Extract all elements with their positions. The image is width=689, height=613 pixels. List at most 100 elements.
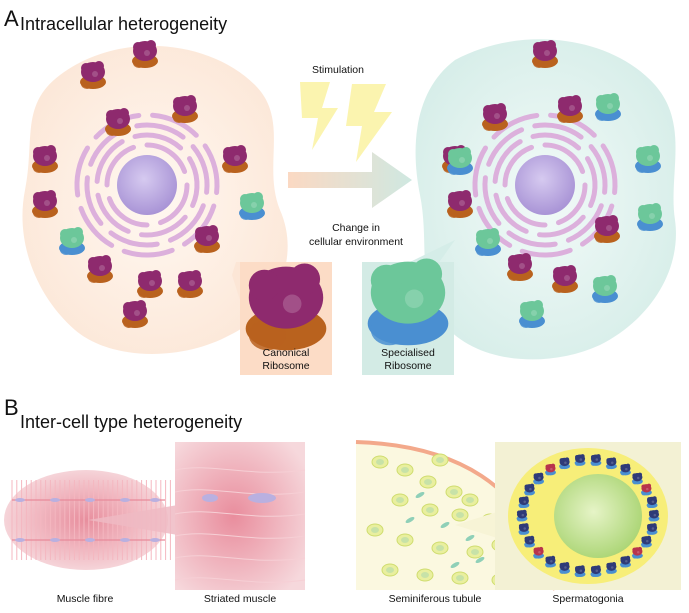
- striated-muscle-label: Striated muscle: [203, 593, 277, 605]
- canonical-ribosome: [105, 108, 131, 136]
- tubule-cell-nucleus: [466, 497, 474, 503]
- er-segment: [144, 142, 188, 174]
- canonical-label-line1: Canonical: [262, 347, 310, 359]
- spermatogonia-ribosome: [574, 454, 586, 466]
- striation-curve: [174, 511, 306, 517]
- canonical-ribosome: [552, 265, 578, 293]
- spermatogonia-ribosome: [590, 565, 602, 578]
- transition-arrow: [288, 152, 412, 208]
- spermatogonia-ribosome: [518, 496, 530, 509]
- specialised-ribosome: [519, 300, 545, 328]
- er-segment: [556, 182, 588, 226]
- canonical-ribosome: [137, 270, 163, 298]
- striated-muscle-network: [174, 467, 306, 583]
- canonical-ribosome: [122, 300, 148, 328]
- specialised-ribosome: [447, 147, 473, 175]
- canonical-ribosome: [32, 190, 58, 218]
- sperm-cell: [405, 516, 415, 524]
- muscle-zoom-connector: [88, 505, 178, 535]
- er-segment: [95, 192, 131, 234]
- panel-a-letter: A: [4, 6, 19, 31]
- fibre-nucleus: [120, 498, 130, 502]
- tubule-cell-nucleus: [396, 497, 404, 503]
- left-nucleus: [117, 155, 177, 215]
- tubule-cell-nucleus: [471, 549, 479, 555]
- canonical-ribosome: [80, 61, 106, 89]
- spermatogonia-ribosome: [518, 523, 530, 535]
- canonical-ribosome: [594, 215, 620, 243]
- fibre-nucleus: [150, 498, 160, 502]
- er-segment: [104, 144, 136, 188]
- er-segment: [108, 230, 160, 248]
- er-segment: [78, 205, 115, 248]
- right-nucleus: [515, 155, 575, 215]
- canonical-ribosome: [557, 95, 583, 123]
- striation-curve: [174, 489, 306, 495]
- canonical-ribosome: [132, 40, 158, 68]
- er-segment: [132, 132, 184, 151]
- spermatogonia-label: Spermatogonia: [552, 593, 624, 605]
- er-segment: [506, 230, 558, 248]
- er-segment: [158, 182, 190, 226]
- specialised-label-line2: Ribosome: [384, 360, 432, 372]
- spermatogonia-ribosome: [640, 483, 652, 496]
- fibre-nucleus: [120, 538, 130, 542]
- specialised-ribosome: [635, 145, 661, 173]
- er-segment: [502, 144, 534, 188]
- spermatogonia-ribosome: [640, 535, 652, 548]
- striation-curve: [174, 467, 306, 473]
- sperm-cell: [415, 491, 425, 499]
- fibre-nucleus: [150, 538, 160, 542]
- canonical-label-line2: Ribosome: [262, 360, 310, 372]
- striation-curve: [174, 533, 306, 539]
- er-segment: [542, 142, 586, 174]
- tubule-cell-nucleus: [371, 527, 379, 533]
- specialised-ribosome: [239, 192, 265, 220]
- panel-b-title: Inter-cell type heterogeneity: [20, 412, 243, 432]
- striation-curve: [174, 555, 306, 561]
- spermatogonium-nucleus: [554, 474, 642, 558]
- canonical-ribosome-large: [245, 263, 327, 351]
- er-segment: [486, 127, 525, 167]
- specialised-ribosome-large: [367, 258, 449, 346]
- spermatogonia-ribosome: [605, 562, 617, 574]
- muscle-nucleus: [202, 494, 218, 502]
- spermatogonia-ribosome: [533, 546, 545, 559]
- er-segment: [491, 113, 540, 140]
- stimulation-label: Stimulation: [312, 64, 364, 76]
- er-segment: [493, 192, 529, 234]
- spermatogonia-ribosome: [620, 463, 631, 476]
- change-label-line2: cellular environment: [309, 236, 403, 248]
- canonical-ribosome: [532, 40, 558, 68]
- spermatogonia-ribosomes: [516, 454, 660, 578]
- tubule-cell-nucleus: [450, 489, 458, 495]
- tubule-cell-nucleus: [386, 567, 394, 573]
- sperm-cell: [450, 561, 460, 569]
- canonical-ribosome: [177, 270, 203, 298]
- spermatogonia-ribosome: [605, 457, 617, 470]
- er-segment: [588, 144, 608, 195]
- specialised-ribosome: [595, 93, 621, 121]
- spermatogonia-ribosome: [524, 535, 536, 548]
- muscle-nucleus: [248, 493, 276, 503]
- er-segment: [139, 214, 188, 238]
- sperm-cell: [465, 534, 475, 542]
- spermatogonia-ribosome: [533, 472, 545, 485]
- fibre-nucleus: [15, 498, 25, 502]
- tubule-cell-nucleus: [401, 537, 409, 543]
- er-segment: [190, 144, 210, 195]
- spermatogonia-ribosome: [631, 472, 643, 485]
- er-segment: [94, 139, 125, 184]
- panel-b-letter: B: [4, 395, 19, 420]
- tubule-cell-nucleus: [401, 467, 409, 473]
- er-segment: [472, 145, 488, 198]
- lightning-bolt-icon: [300, 82, 338, 150]
- spermatogonia-ribosome: [516, 509, 528, 522]
- specialised-ribosome: [592, 275, 618, 303]
- lightning-bolt-icon: [346, 84, 392, 162]
- er-segment: [202, 143, 220, 195]
- canonical-ribosome: [87, 255, 113, 283]
- canonical-callout-connector: [232, 262, 240, 300]
